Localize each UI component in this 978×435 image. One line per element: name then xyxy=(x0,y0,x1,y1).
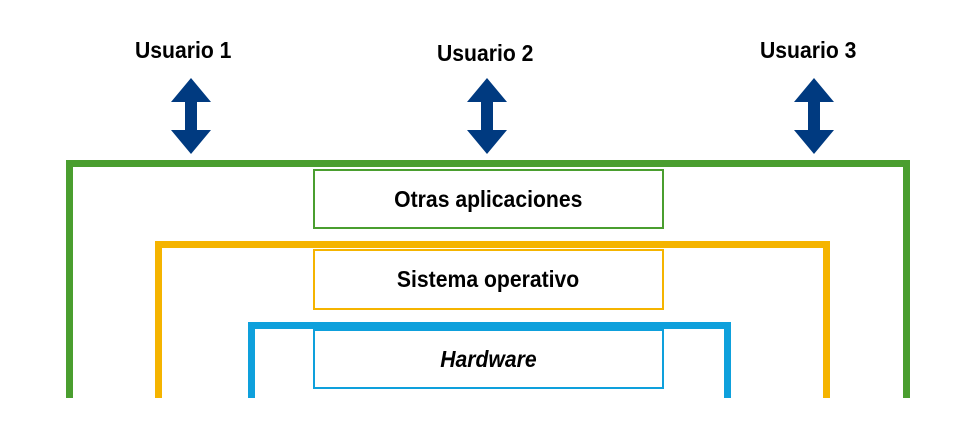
applications-layer-label: Otras aplicaciones xyxy=(394,185,583,212)
hardware-frame xyxy=(248,322,731,398)
applications-frame xyxy=(66,160,910,398)
user-1-double-arrow-icon xyxy=(171,78,211,154)
hardware-layer-box: Hardware xyxy=(313,329,664,389)
hardware-layer-label: Hardware xyxy=(440,345,537,372)
user-1-label: Usuario 1 xyxy=(135,37,232,63)
user-3-double-arrow-icon xyxy=(794,78,834,154)
operating-system-layer-label: Sistema operativo xyxy=(397,266,580,292)
user-2-label: Usuario 2 xyxy=(437,40,534,66)
user-3-label: Usuario 3 xyxy=(760,37,857,63)
operating-system-frame xyxy=(155,241,830,398)
operating-system-layer-box: Sistema operativo xyxy=(313,249,664,310)
applications-layer-box: Otras aplicaciones xyxy=(313,169,664,229)
user-2-double-arrow-icon xyxy=(467,78,507,154)
